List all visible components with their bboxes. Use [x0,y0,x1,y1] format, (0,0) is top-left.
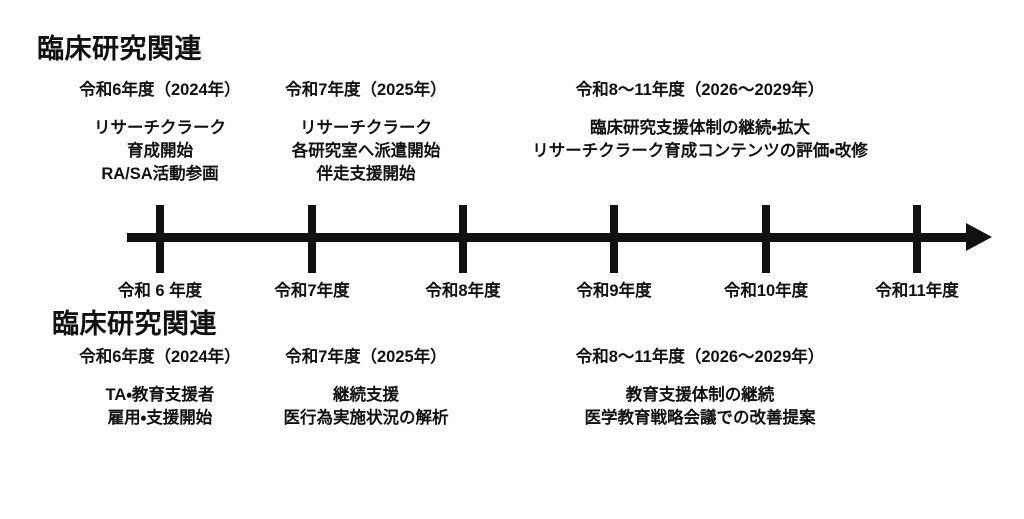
axis-tick-label-4: 令和10年度 [723,282,809,300]
axis-line [127,233,982,242]
top-column-1-period: 令和7年度（2025年） [285,81,447,99]
top-column-2-lines: 臨床研究支援体制の継続・拡大 リサーチクラーク育成コンテンツの評価・改修 [532,117,868,164]
axis-tick-1 [308,205,316,273]
bottom-column-1-line-0: 継続支援 [333,385,399,404]
axis-tick-2 [459,205,467,273]
bottom-column-1: 令和7年度（2025年） 継続支援 医行為実施状況の解析 [284,347,449,430]
axis-tick-label-5: 令和11年度 [875,282,959,300]
top-column-1-line-1: 各研究室へ派遣開始 [291,142,441,161]
top-column-2-line-0: 臨床研究支援体制の継続・拡大 [589,118,811,137]
top-column-0: 令和6年度（2024年） リサーチクラーク 育成開始 RA/SA活動参画 [79,80,240,187]
axis-tick-label-1: 令和7年度 [274,282,350,300]
top-column-1-lines: リサーチクラーク 各研究室へ派遣開始 伴走支援開始 [285,117,446,187]
bottom-column-2-line-1: 医学教育戦略会議での改善提案 [584,409,816,428]
bottom-section-heading: 臨床研究関連 [52,309,217,339]
bottom-column-0: 令和6年度（2024年） TA・教育支援者 雇用・支援開始 [79,347,240,430]
axis-tick-0 [156,205,164,273]
top-section-heading: 臨床研究関連 [37,34,202,64]
bottom-column-1-lines: 継続支援 医行為実施状況の解析 [284,384,449,431]
top-column-0-period: 令和6年度（2024年） [79,81,241,99]
top-column-1-line-2: 伴走支援開始 [316,165,416,184]
axis-tick-5 [913,205,921,273]
axis-tick-label-2: 令和8年度 [425,282,501,300]
bottom-column-0-period: 令和6年度（2024年） [79,348,241,366]
top-column-1: 令和7年度（2025年） リサーチクラーク 各研究室へ派遣開始 伴走支援開始 [285,80,446,187]
bottom-column-1-line-1: 医行為実施状況の解析 [283,409,449,428]
axis-tick-label-3: 令和9年度 [576,282,652,300]
bottom-column-0-lines: TA・教育支援者 雇用・支援開始 [79,384,240,431]
top-column-2: 令和8〜11年度（2026〜2029年） 臨床研究支援体制の継続・拡大 リサーチ… [532,80,868,163]
axis-tick-4 [762,205,770,273]
axis-tick-3 [610,205,618,273]
top-column-2-period: 令和8〜11年度（2026〜2029年） [575,81,825,99]
top-column-0-line-0: リサーチクラーク [93,118,226,137]
axis-arrow-icon [966,223,992,251]
top-column-2-line-1: リサーチクラーク育成コンテンツの評価・改修 [532,142,868,161]
top-column-0-lines: リサーチクラーク 育成開始 RA/SA活動参画 [79,117,240,187]
bottom-column-0-line-1: 雇用・支援開始 [107,409,213,428]
bottom-column-1-period: 令和7年度（2025年） [285,348,447,366]
bottom-column-2: 令和8〜11年度（2026〜2029年） 教育支援体制の継続 医学教育戦略会議で… [576,347,825,430]
bottom-column-0-line-0: TA・教育支援者 [105,385,215,404]
top-column-0-line-2: RA/SA活動参画 [101,165,219,184]
bottom-column-2-lines: 教育支援体制の継続 医学教育戦略会議での改善提案 [576,384,825,431]
top-column-1-line-0: リサーチクラーク [299,118,432,137]
top-column-0-line-1: 育成開始 [126,142,193,161]
bottom-column-2-line-0: 教育支援体制の継続 [625,385,775,404]
axis-tick-label-0: 令和 6 年度 [117,282,203,300]
bottom-column-2-period: 令和8〜11年度（2026〜2029年） [575,348,825,366]
